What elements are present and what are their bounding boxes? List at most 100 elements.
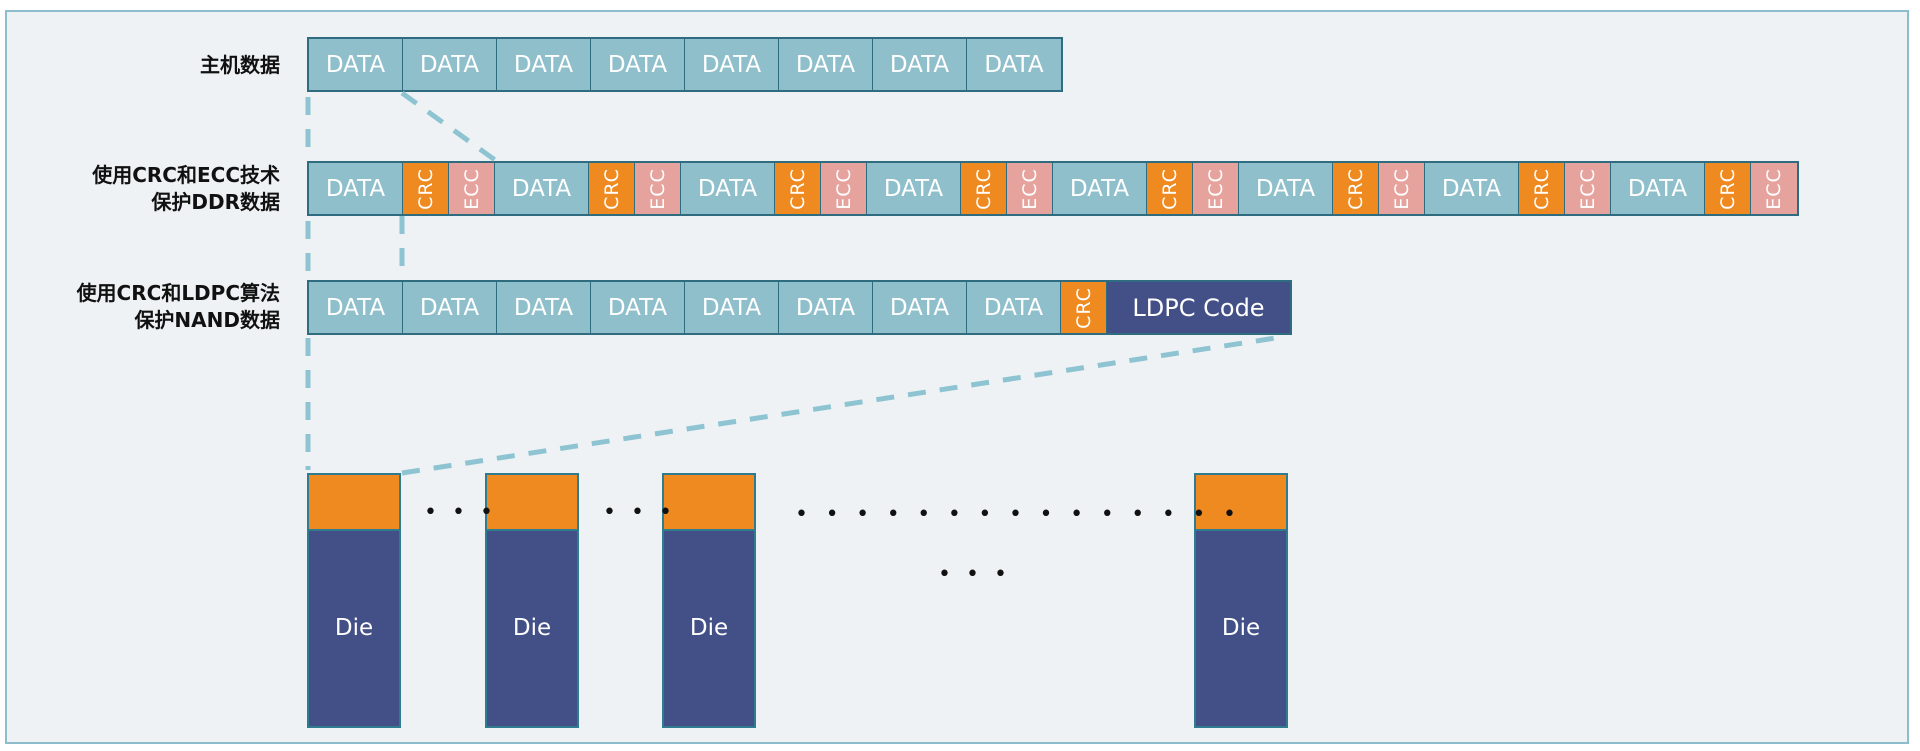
ddr-data-cell: DATA: [1425, 163, 1519, 214]
die-2-label: Die: [512, 615, 552, 641]
host-data-cell: DATA: [497, 39, 591, 90]
ddr-data-cell: DATA: [867, 163, 961, 214]
data-cell-label: DATA: [983, 294, 1044, 321]
ddr-ecc-cell: ECC: [1379, 163, 1425, 214]
ddr-protected-strip: DATA CRC ECC DATA CRC ECC DATA CRC ECC DATA CRC ECC…: [307, 161, 1799, 216]
nand-data-cell: DATA: [967, 282, 1061, 333]
row-label-ddr-line-2: 保护DDR数据: [151, 190, 280, 214]
data-cell-label: DATA: [513, 294, 574, 321]
data-cell-label: DATA: [795, 294, 856, 321]
crc-cell-label: CRC: [972, 167, 995, 210]
ddr-data-cell: DATA: [1239, 163, 1333, 214]
data-cell-label: DATA: [1255, 175, 1316, 202]
ecc-cell-label: ECC: [460, 167, 483, 210]
ddr-ecc-cell: ECC: [1751, 163, 1797, 214]
host-data-cell: DATA: [779, 39, 873, 90]
ecc-cell-label: ECC: [832, 167, 855, 210]
ddr-data-cell: DATA: [1053, 163, 1147, 214]
nand-data-cell: DATA: [873, 282, 967, 333]
data-cell-label: DATA: [607, 51, 668, 78]
nand-data-cell: DATA: [497, 282, 591, 333]
die-3-crc-area: [664, 475, 754, 531]
ecc-cell-label: ECC: [1576, 167, 1599, 210]
die-4: Die: [1194, 473, 1288, 728]
crc-cell-label: CRC: [600, 167, 623, 210]
data-cell-label: DATA: [1441, 175, 1502, 202]
ddr-crc-cell: CRC: [1519, 163, 1565, 214]
die-4-crc-area: [1196, 475, 1286, 531]
row-label-host: 主机数据: [200, 52, 280, 79]
ddr-ecc-cell: ECC: [635, 163, 681, 214]
data-cell-label: DATA: [701, 51, 762, 78]
data-cell-label: DATA: [795, 51, 856, 78]
host-data-cell: DATA: [873, 39, 967, 90]
ddr-crc-cell: CRC: [961, 163, 1007, 214]
crc-cell-label: CRC: [1158, 167, 1181, 210]
row-label-ddr-line-1: 使用CRC和ECC技术: [92, 163, 280, 187]
ellipsis-long-row: • • • • • • • • • • • • • • •: [795, 502, 1242, 527]
ecc-cell-label: ECC: [1762, 167, 1785, 210]
ecc-cell-label: ECC: [1018, 167, 1041, 210]
host-data-cell: DATA: [403, 39, 497, 90]
data-cell-label: DATA: [984, 51, 1044, 78]
die-3-label: Die: [689, 615, 729, 641]
ddr-crc-cell: CRC: [1333, 163, 1379, 214]
ddr-data-cell: DATA: [495, 163, 589, 214]
ddr-crc-cell: CRC: [403, 163, 449, 214]
host-data-cell: DATA: [309, 39, 403, 90]
data-cell-label: DATA: [419, 294, 480, 321]
host-data-cell: DATA: [967, 39, 1061, 90]
row-label-nand-line-1: 使用CRC和LDPC算法: [76, 281, 280, 305]
ecc-cell-label: ECC: [646, 167, 669, 210]
row-label-nand: 使用CRC和LDPC算法 保护NAND数据: [77, 280, 280, 334]
die-1: Die: [307, 473, 401, 728]
ddr-data-cell: DATA: [1611, 163, 1705, 214]
die-2: Die: [485, 473, 579, 728]
row-label-nand-line-2: 保护NAND数据: [134, 308, 280, 332]
diagram-frame: [5, 10, 1909, 744]
die-4-label: Die: [1221, 615, 1261, 641]
data-cell-label: DATA: [607, 294, 668, 321]
die-1-label: Die: [334, 615, 374, 641]
data-cell-label: DATA: [511, 175, 572, 202]
ecc-cell-label: ECC: [1390, 167, 1413, 210]
data-cell-label: DATA: [325, 51, 386, 78]
row-label-ddr: 使用CRC和ECC技术 保护DDR数据: [92, 162, 280, 216]
data-cell-label: DATA: [701, 294, 762, 321]
ddr-crc-cell: CRC: [1705, 163, 1751, 214]
crc-cell-label: CRC: [1530, 167, 1553, 210]
nand-data-cell: DATA: [591, 282, 685, 333]
ddr-ecc-cell: ECC: [1007, 163, 1053, 214]
data-cell-label: DATA: [1627, 175, 1688, 202]
data-cell-label: DATA: [419, 51, 480, 78]
data-cell-label: DATA: [1069, 175, 1130, 202]
ddr-crc-cell: CRC: [775, 163, 821, 214]
row-label-host-line-1: 主机数据: [200, 53, 280, 77]
nand-ldpc-cell: LDPC Code: [1107, 282, 1290, 333]
nand-data-cell: DATA: [403, 282, 497, 333]
nand-crc-cell: CRC: [1061, 282, 1107, 333]
host-data-cell: DATA: [591, 39, 685, 90]
ellipsis-lower: • • •: [938, 562, 1011, 587]
ddr-ecc-cell: ECC: [1193, 163, 1239, 214]
ddr-data-cell: DATA: [681, 163, 775, 214]
ddr-ecc-cell: ECC: [821, 163, 867, 214]
ldpc-cell-label: LDPC Code: [1132, 293, 1265, 322]
crc-cell-label: CRC: [786, 167, 809, 210]
ddr-crc-cell: CRC: [1147, 163, 1193, 214]
die-3: Die: [662, 473, 756, 728]
data-cell-label: DATA: [513, 51, 574, 78]
ellipsis-die-2-3: • • •: [603, 500, 676, 525]
crc-cell-label: CRC: [1344, 167, 1367, 210]
crc-cell-label: CRC: [414, 167, 437, 210]
data-cell-label: DATA: [697, 175, 758, 202]
ddr-data-cell: DATA: [309, 163, 403, 214]
ellipsis-die-1-2: • • •: [424, 500, 497, 525]
die-1-crc-area: [309, 475, 399, 531]
nand-data-cell: DATA: [685, 282, 779, 333]
nand-data-cell: DATA: [779, 282, 873, 333]
ddr-ecc-cell: ECC: [1565, 163, 1611, 214]
data-cell-label: DATA: [325, 175, 386, 202]
host-data-cell: DATA: [685, 39, 779, 90]
